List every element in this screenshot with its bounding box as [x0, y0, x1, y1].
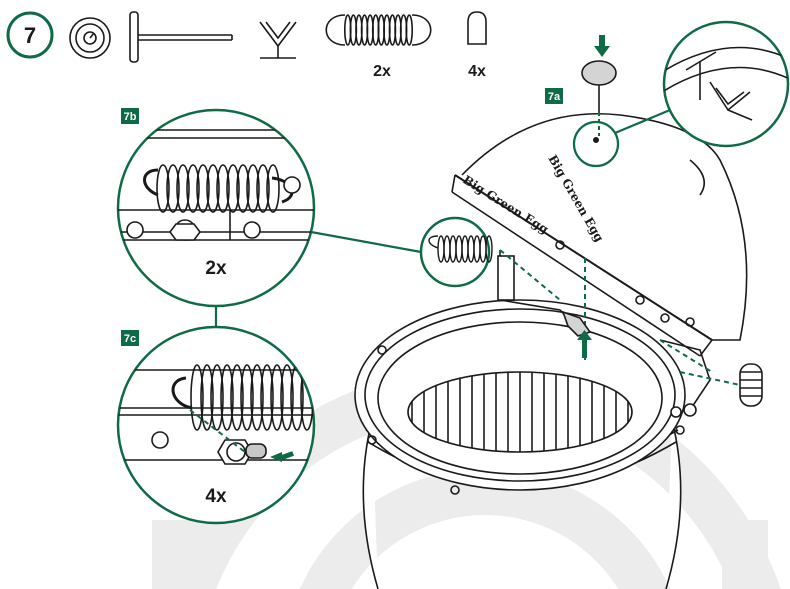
cooking-grid — [407, 371, 633, 453]
spring-coil — [266, 164, 280, 213]
up-arrow-icon — [577, 330, 592, 358]
detail-7b-quantity: 2x — [205, 258, 227, 279]
spring-coil — [186, 164, 200, 213]
spring-coil — [210, 364, 224, 431]
spring-coil — [200, 364, 214, 431]
step-badge: 7 — [6, 11, 54, 59]
thermometer-insert — [581, 60, 617, 136]
detail-7b-zoom: 2x — [116, 108, 316, 308]
cap-quantity: 4x — [468, 63, 486, 80]
spring-coil — [246, 164, 260, 213]
svg-text:7: 7 — [24, 23, 36, 48]
detail-7c-zoom: 4x — [116, 325, 316, 525]
spring-coil — [156, 164, 170, 213]
spring-coil — [196, 164, 210, 213]
installed-spring — [739, 363, 763, 407]
spring-coil — [485, 235, 493, 263]
callout-tag-7a: 7a — [545, 88, 563, 104]
callout-leader-7a — [614, 108, 671, 135]
thermometer-dial-icon — [69, 17, 111, 59]
spring-coil — [190, 364, 204, 431]
down-arrow-icon — [594, 35, 610, 57]
detail-7c-quantity: 4x — [205, 486, 227, 507]
spring-coil — [166, 164, 180, 213]
spring-coil — [405, 14, 414, 46]
spring-coil — [206, 164, 220, 213]
spring-coil — [250, 364, 264, 431]
detail-7a-zoom — [662, 20, 790, 148]
clip-bracket-icon — [259, 21, 297, 59]
svg-text:7a: 7a — [548, 91, 561, 103]
spring-coil — [260, 364, 274, 431]
spring-coil — [230, 364, 244, 431]
spring-coil — [256, 164, 270, 213]
grid-rim — [407, 371, 633, 453]
rubber-cap-icon — [467, 11, 487, 45]
spring-coil — [176, 164, 190, 213]
spring-coil — [270, 364, 284, 431]
spring-coil — [226, 164, 240, 213]
grill-illustration — [354, 112, 763, 589]
spring-coil — [216, 164, 230, 213]
spring-coil — [280, 364, 294, 431]
spring-coil — [240, 364, 254, 431]
spring-coil — [236, 164, 250, 213]
spring-coil — [220, 364, 234, 431]
vent-callout-ring — [572, 120, 620, 168]
svg-text:7b: 7b — [124, 111, 137, 123]
left-arrow-icon — [270, 451, 294, 462]
callout-tag-7c: 7c — [121, 330, 139, 346]
callout-tag-7b: 7b — [121, 108, 139, 124]
svg-text:7c: 7c — [124, 333, 136, 345]
spring-callout — [299, 216, 493, 288]
thermometer-probe-icon — [129, 11, 233, 63]
spring-icon — [325, 14, 432, 46]
spring-quantity: 2x — [373, 63, 391, 80]
